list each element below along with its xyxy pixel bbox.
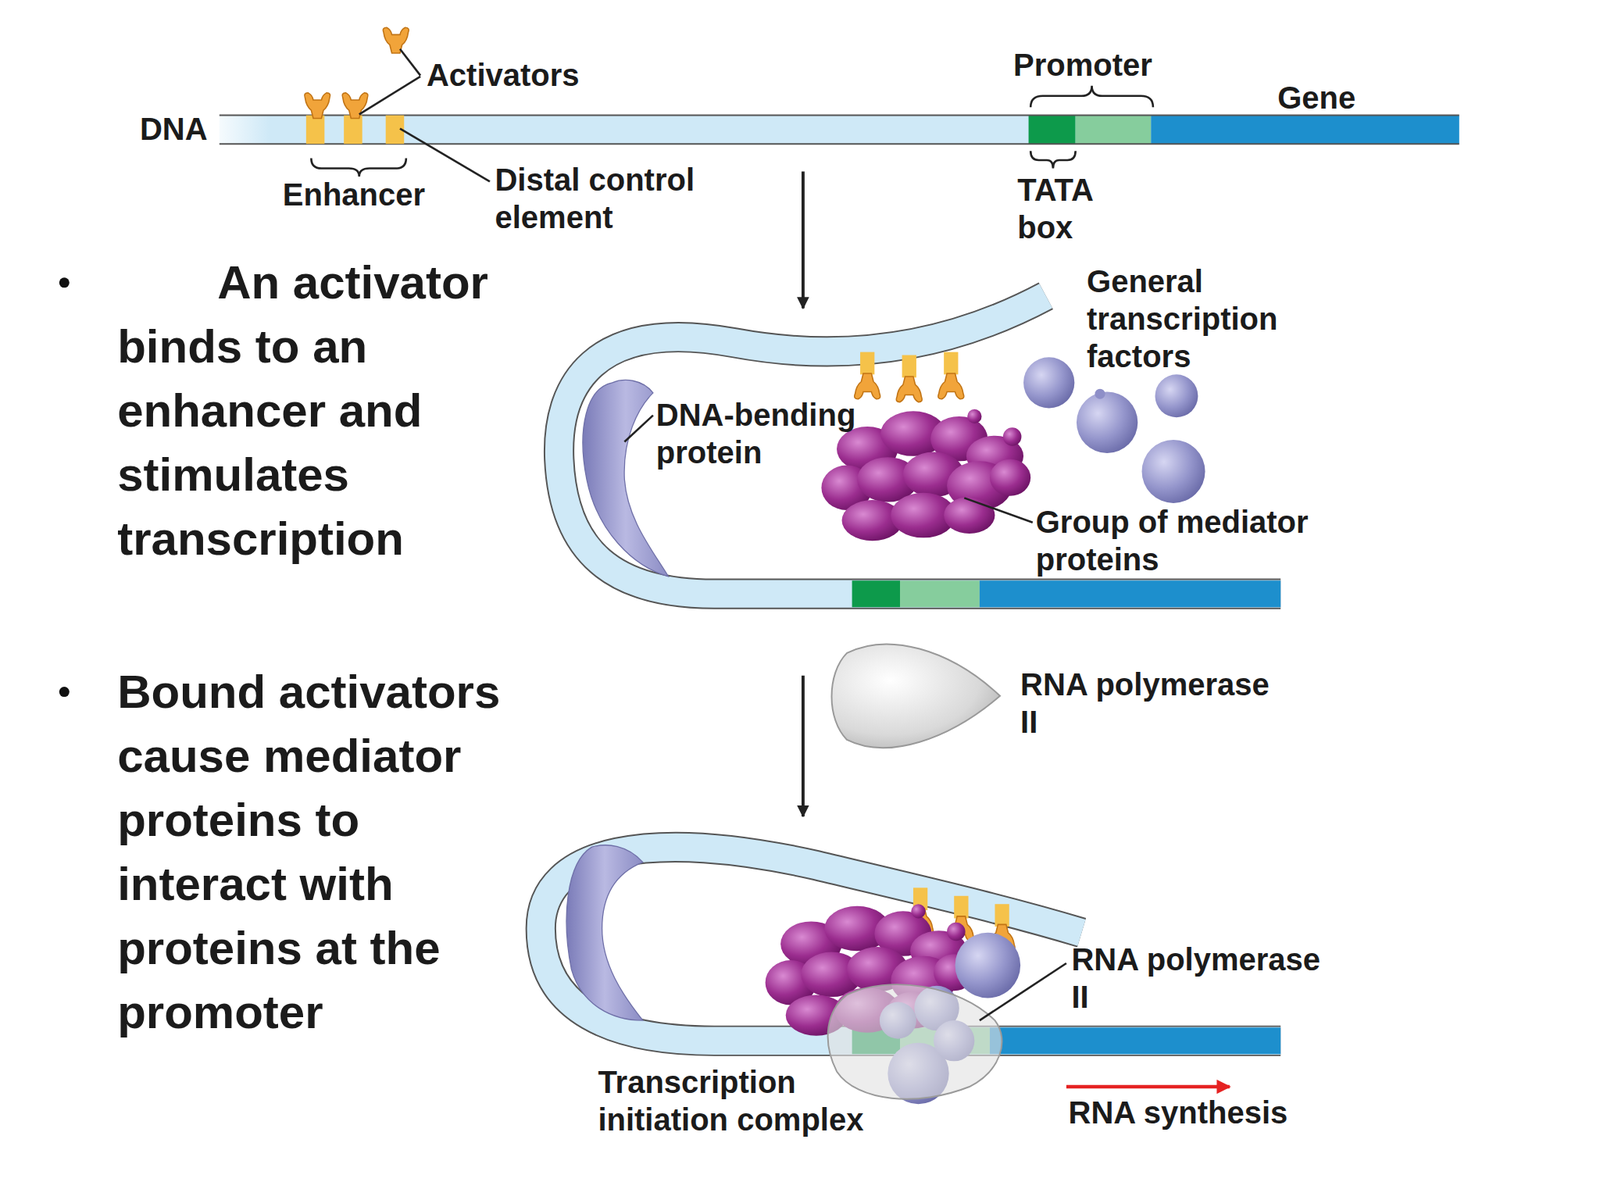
dna-edge [219,142,1460,145]
step-arrow [801,171,805,308]
part-label: Distal control element [494,160,753,236]
promoter-region [1075,115,1152,145]
bullet-text: An activator binds to an enhancer and st… [117,250,528,572]
activator-protein [342,92,368,119]
transcription-factor [1155,374,1199,418]
promoter-region [900,580,980,608]
leader-line [359,76,421,115]
control-element [994,903,1009,927]
part-label: General transcription factors [1086,262,1322,375]
part-label: RNA synthesis [1068,1093,1382,1132]
activator-protein [304,92,331,119]
transcription-factor [1023,357,1075,408]
transcription-factor [1142,439,1206,504]
tata-box-region [1028,115,1076,145]
part-label: DNA [139,110,297,148]
transcription-factor [1076,392,1138,454]
part-label: Promoter [1013,46,1264,84]
gene-region [1150,115,1459,145]
part-label: Activators [426,56,677,94]
part-label: Group of mediator proteins [1035,503,1365,579]
control-element [860,352,875,375]
bullet-dot [59,686,70,697]
gene-region [979,580,1281,608]
leader-line [400,49,421,76]
bullet-text: Bound activators cause mediator proteins… [117,660,528,1045]
leader-line [979,963,1067,1021]
activator-protein [382,27,409,54]
part-label: Enhancer [282,175,518,214]
leader-line [400,128,490,183]
control-element [306,115,325,145]
rna-polymerase [828,984,1003,1100]
part-label: Gene [1277,78,1512,117]
control-element [343,115,363,145]
part-label: Transcription initiation complex [597,1063,911,1139]
activator-protein [896,376,922,403]
rna-polymerase [831,644,1000,748]
illustration-layer [59,27,1460,1104]
synthesis-arrow [1066,1085,1230,1090]
gene-region [989,1027,1281,1054]
part-label: RNA polymerase II [1071,940,1322,1016]
dna-edge [219,114,1460,117]
control-element [902,355,917,379]
transcription-factor-knob [1094,389,1105,400]
activator-protein [938,373,965,400]
control-element [943,352,958,375]
part-label: TATA box [1017,171,1119,247]
control-element [953,896,968,919]
bullet-dot [59,277,70,288]
activator-protein [854,373,881,400]
dna-strand [219,115,1460,145]
part-label: DNA-bending protein [656,396,891,472]
part-label: RNA polymerase II [1020,665,1271,741]
promoter-bracket [1030,85,1154,108]
enhancer-bracket [310,157,406,177]
tata-box-region [852,580,900,608]
leader-line [964,497,1033,522]
leader-line [624,415,654,443]
dna-bending-protein [582,380,668,577]
step-arrow [801,675,805,817]
dna-bending-protein [566,845,643,1021]
tata-bracket [1030,150,1075,168]
transcription-factor [955,932,1022,999]
